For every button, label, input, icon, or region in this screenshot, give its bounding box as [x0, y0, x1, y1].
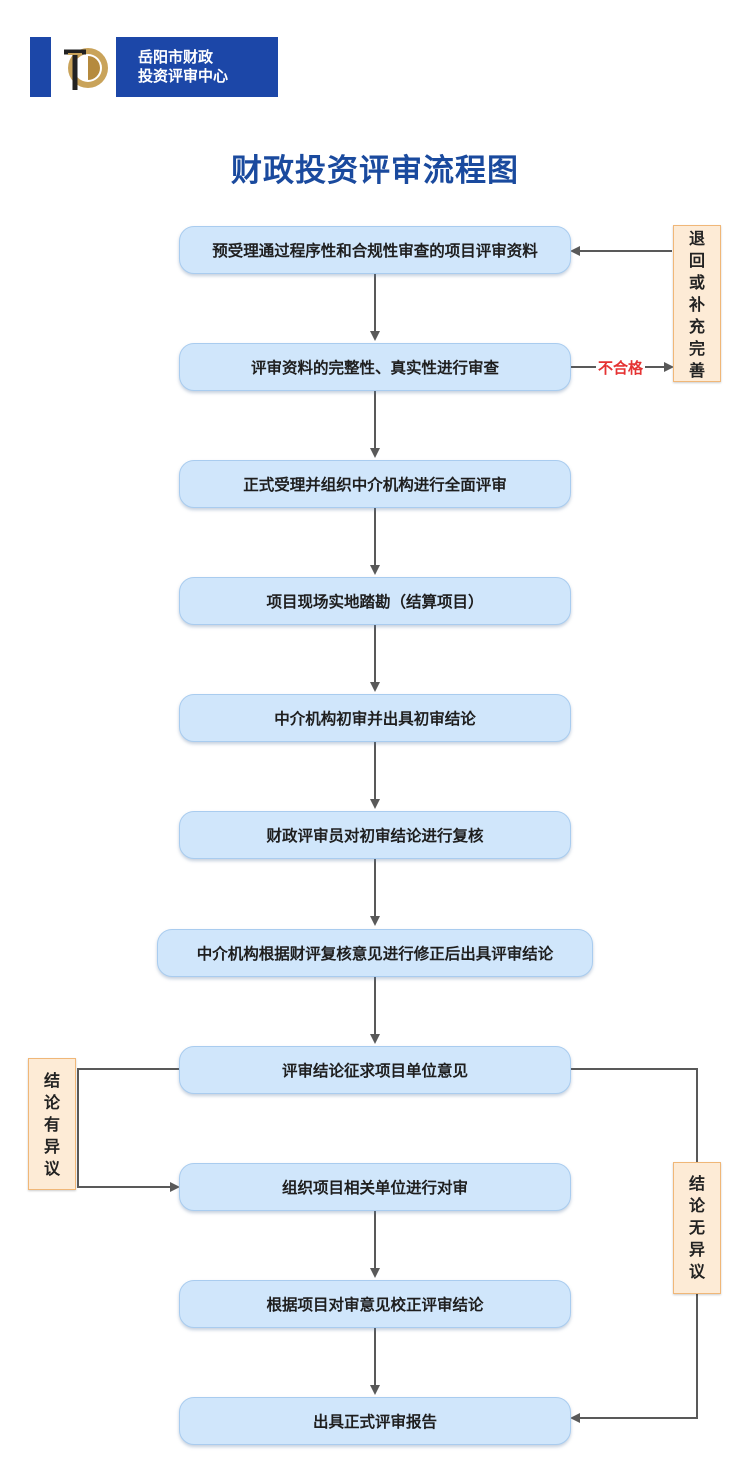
page-title: 财政投资评审流程图	[231, 153, 519, 189]
return-char-3: 或	[688, 273, 705, 292]
no-objection-char-5: 议	[688, 1262, 705, 1281]
step-1: 预受理通过程序性和合规性审查的项目评审资料	[179, 226, 571, 274]
objection-char-2: 论	[43, 1093, 60, 1112]
step-10: 根据项目对审意见校正评审结论	[179, 1280, 571, 1328]
return-char-1: 退	[688, 229, 705, 248]
objection-char-3: 有	[43, 1115, 60, 1134]
no-objection-char-4: 异	[688, 1240, 705, 1259]
reject-label: 不合格	[596, 357, 646, 378]
objection-box: 结 论 有 异 议	[28, 1058, 76, 1190]
org-name-banner: 岳阳市财政 投资评审中心	[116, 37, 278, 97]
step-9: 组织项目相关单位进行对审	[179, 1163, 571, 1211]
return-char-2: 回	[688, 251, 705, 270]
no-objection-box: 结 论 无 异 议	[673, 1162, 721, 1294]
return-char-7: 善	[688, 361, 705, 380]
step-2: 评审资料的完整性、真实性进行审查	[179, 343, 571, 391]
return-supplement-box: 退 回 或 补 充 完 善	[673, 225, 721, 382]
objection-char-1: 结	[43, 1071, 60, 1090]
return-char-6: 完	[688, 339, 705, 358]
objection-char-4: 异	[43, 1137, 60, 1156]
return-char-5: 充	[688, 317, 705, 336]
header-accent-bar	[30, 37, 51, 97]
step-11: 出具正式评审报告	[179, 1397, 571, 1445]
step-7: 中介机构根据财评复核意见进行修正后出具评审结论	[157, 929, 593, 977]
no-objection-char-2: 论	[688, 1196, 705, 1215]
objection-char-5: 议	[43, 1159, 60, 1178]
step-4: 项目现场实地踏勘（结算项目）	[179, 577, 571, 625]
step-5: 中介机构初审并出具初审结论	[179, 694, 571, 742]
org-name-line2: 投资评审中心	[138, 67, 229, 85]
step-6: 财政评审员对初审结论进行复核	[179, 811, 571, 859]
step-8: 评审结论征求项目单位意见	[179, 1046, 571, 1094]
logo-icon	[64, 48, 108, 90]
no-objection-char-1: 结	[688, 1174, 705, 1193]
return-char-4: 补	[688, 295, 705, 314]
org-name-line1: 岳阳市财政	[138, 48, 214, 66]
step-3: 正式受理并组织中介机构进行全面评审	[179, 460, 571, 508]
no-objection-char-3: 无	[688, 1218, 705, 1237]
